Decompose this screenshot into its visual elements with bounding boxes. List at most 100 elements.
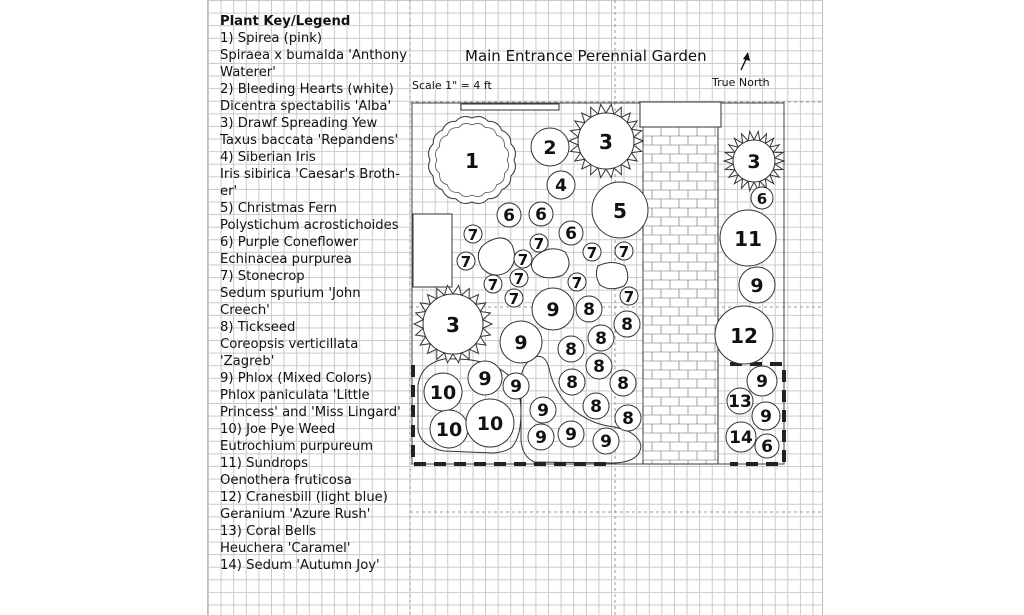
plant-number: 8	[583, 300, 595, 320]
plant-number: 9	[546, 299, 559, 321]
plant-symbol	[582, 392, 610, 420]
stepping-stones	[477, 237, 629, 290]
plant-number: 7	[514, 270, 524, 288]
plant-symbol	[575, 295, 603, 323]
plant-8: 8	[557, 335, 585, 363]
legend-line: 10) Joe Pye Weed	[220, 422, 336, 437]
legend-line: Waterer'	[220, 65, 276, 80]
plant-8: 8	[575, 295, 603, 323]
legend-title: Plant Key/Legend	[220, 14, 351, 29]
plant-symbol	[582, 242, 602, 262]
project-boundary	[411, 362, 786, 466]
plant-symbol	[558, 368, 586, 396]
plant-number: 9	[478, 368, 491, 390]
plant-number: 6	[757, 190, 767, 208]
plant-symbol	[513, 249, 533, 269]
legend-line: 'Zagreb'	[220, 354, 275, 369]
plant-number: 8	[617, 374, 629, 394]
plant-number: 7	[509, 290, 519, 308]
plant-13: 13	[726, 387, 754, 415]
legend-line: 6) Purple Coneflower	[220, 235, 359, 250]
plant-10: 10	[423, 372, 463, 412]
plant-7: 7	[504, 288, 524, 308]
plant-9: 9	[527, 423, 555, 451]
plant-symbol	[592, 427, 620, 455]
legend-line: Taxus baccata 'Repandens'	[220, 133, 399, 148]
plant-symbol	[614, 241, 634, 261]
legend-line: Sedum spurium 'John	[220, 286, 361, 301]
plant-number: 8	[595, 329, 607, 349]
plant-8: 8	[558, 368, 586, 396]
plant-7: 7	[567, 272, 587, 292]
north-label: True North	[711, 76, 770, 89]
plant-symbol	[587, 324, 615, 352]
plant-symbol	[483, 274, 503, 294]
plant-9: 9	[467, 360, 503, 396]
walkway-surface	[642, 126, 719, 465]
plant-number: 9	[760, 407, 772, 427]
walkway-step	[639, 101, 722, 128]
plant-7: 7	[614, 241, 634, 261]
plant-number: 5	[613, 199, 627, 223]
plant-symbol	[463, 224, 483, 244]
legend-line: Dicentra spectabilis 'Alba'	[220, 99, 392, 114]
legend-line: 2) Bleeding Hearts (white)	[220, 82, 394, 97]
stepping-stone	[530, 248, 570, 279]
plant-7: 7	[582, 242, 602, 262]
stepping-stone	[477, 237, 516, 276]
plant-number: 9	[600, 432, 612, 452]
legend-line: Iris sibirica 'Caesar's Broth-	[220, 167, 400, 182]
plant-symbol-core	[732, 139, 776, 183]
plant-8: 8	[587, 324, 615, 352]
legend-line: Princess' and 'Miss Lingard'	[220, 405, 401, 420]
plant-symbol	[528, 201, 554, 227]
plant-4: 4	[546, 170, 576, 200]
plant-8: 8	[613, 310, 641, 338]
plant-number: 9	[535, 428, 547, 448]
plant-7: 7	[463, 224, 483, 244]
plant-3: 3	[412, 284, 494, 364]
plant-symbol	[751, 401, 781, 431]
legend-line: Geranium 'Azure Rush'	[220, 507, 371, 522]
plant-6: 6	[496, 202, 522, 228]
legend-line: 12) Cranesbill (light blue)	[220, 490, 388, 505]
plant-symbol	[428, 116, 516, 204]
plant-symbol	[725, 421, 757, 453]
bench	[460, 103, 560, 111]
paved-walkway	[642, 126, 719, 465]
plant-symbol	[509, 268, 529, 288]
plant-number: 11	[734, 227, 762, 251]
legend-line: 14) Sedum 'Autumn Joy'	[220, 558, 380, 573]
plant-number: 8	[565, 340, 577, 360]
plant-number: 12	[730, 324, 758, 348]
plant-symbol	[738, 266, 776, 304]
plant-symbol	[726, 387, 754, 415]
plant-9: 9	[529, 396, 557, 424]
plant-6: 6	[750, 186, 774, 210]
plant-number: 9	[750, 275, 763, 297]
plant-number: 7	[534, 235, 544, 253]
plant-symbol-inner	[435, 123, 509, 197]
plant-number: 9	[514, 332, 527, 354]
legend-line: 1) Spirea (pink)	[220, 31, 322, 46]
legend-line: Coreopsis verticillata	[220, 337, 359, 352]
plant-number: 8	[590, 397, 602, 417]
legend-line: Heuchera 'Caramel'	[220, 541, 351, 556]
legend-line: 13) Coral Bells	[220, 524, 317, 539]
plan-title: Main Entrance Perennial Garden	[465, 47, 707, 65]
plant-number: 10	[430, 382, 456, 404]
plant-7: 7	[619, 286, 639, 306]
plant-6: 6	[528, 201, 554, 227]
plant-6: 6	[558, 220, 584, 246]
plant-14: 14	[725, 421, 757, 453]
plant-symbol-core	[422, 293, 484, 355]
plant-3: 3	[722, 129, 786, 193]
plant-number: 1	[465, 149, 479, 173]
plant-symbol-core	[577, 112, 635, 170]
legend-line: 8) Tickseed	[220, 320, 296, 335]
legend-line: Oenothera fruticosa	[220, 473, 352, 488]
plant-12: 12	[714, 305, 774, 365]
